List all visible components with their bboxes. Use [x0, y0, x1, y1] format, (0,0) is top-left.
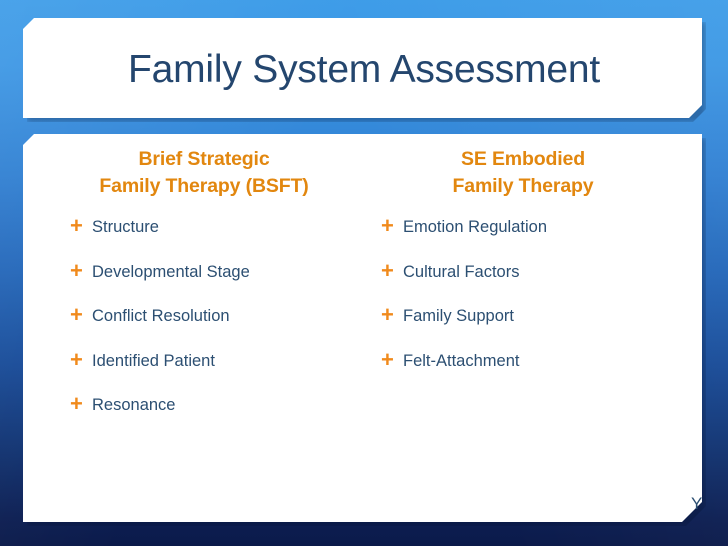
column-heading-bsft-line1: Brief Strategic	[138, 148, 270, 170]
bullet-list-bsft: + Structure + Developmental Stage + Conf…	[45, 214, 363, 437]
list-item-label: Developmental Stage	[92, 262, 250, 281]
column-heading-se-embodied-line2: Family Therapy	[452, 175, 594, 197]
list-item[interactable]: + Resonance	[45, 392, 363, 437]
corner-mark: Y	[691, 494, 703, 513]
content-columns: Brief Strategic Family Therapy (BSFT) + …	[23, 134, 702, 522]
list-item[interactable]: + Developmental Stage	[45, 259, 363, 304]
column-bsft: Brief Strategic Family Therapy (BSFT) + …	[45, 146, 363, 437]
plus-icon: +	[70, 257, 83, 283]
list-item[interactable]: + Emotion Regulation	[363, 214, 683, 259]
plus-icon: +	[381, 302, 394, 327]
column-se-embodied: SE Embodied Family Therapy + Emotion Reg…	[363, 146, 683, 392]
list-item-label: Cultural Factors	[403, 262, 520, 281]
column-heading-se-embodied: SE Embodied Family Therapy	[363, 146, 683, 200]
plus-icon: +	[70, 346, 83, 372]
title-panel	[23, 18, 702, 118]
list-item-label: Identified Patient	[92, 351, 215, 370]
content-panel	[23, 134, 702, 522]
list-item-label: Structure	[92, 218, 159, 236]
list-item-label: Resonance	[92, 396, 176, 414]
list-item[interactable]: + Identified Patient	[45, 348, 363, 393]
plus-icon: +	[70, 302, 83, 327]
list-item[interactable]: + Conflict Resolution	[45, 303, 363, 348]
list-item[interactable]: + Family Support	[363, 303, 683, 348]
bullet-list-se-embodied: + Emotion Regulation + Cultural Factors …	[363, 214, 683, 392]
list-item[interactable]: + Cultural Factors	[363, 259, 683, 304]
plus-icon: +	[381, 257, 394, 283]
list-item-label: Conflict Resolution	[92, 307, 230, 325]
plus-icon: +	[381, 346, 394, 372]
column-heading-se-embodied-line1: SE Embodied	[460, 148, 586, 170]
plus-icon: +	[70, 391, 83, 416]
list-item[interactable]: + Structure	[45, 214, 363, 259]
list-item-label: Family Support	[403, 307, 514, 325]
list-item-label: Felt-Attachment	[403, 351, 520, 370]
plus-icon: +	[381, 213, 394, 238]
list-item[interactable]: + Felt-Attachment	[363, 348, 683, 393]
slide-title: Family System Assessment	[128, 48, 600, 91]
plus-icon: +	[70, 213, 83, 238]
column-heading-bsft-line2: Family Therapy (BSFT)	[99, 175, 309, 197]
column-heading-bsft: Brief Strategic Family Therapy (BSFT)	[45, 146, 363, 200]
list-item-label: Emotion Regulation	[403, 218, 548, 236]
